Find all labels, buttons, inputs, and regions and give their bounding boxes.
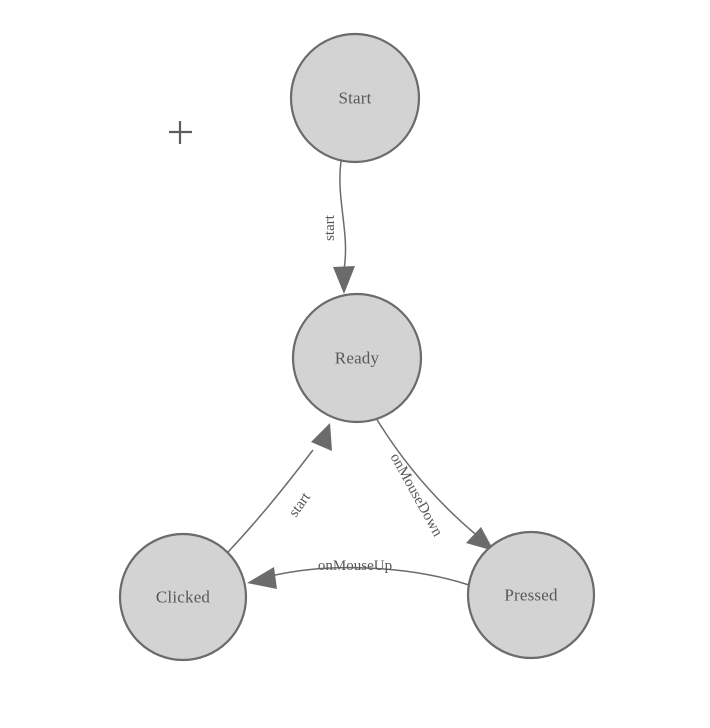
edge-label-ready-to-pressed: onMouseDown	[387, 451, 446, 540]
edge-start-to-ready[interactable]: start	[322, 160, 355, 294]
node-ready[interactable]: Ready	[291, 292, 423, 424]
node-label-clicked: Clicked	[156, 588, 211, 607]
edge-path-start-to-ready[interactable]	[339, 160, 347, 271]
node-pressed[interactable]: Pressed	[466, 530, 596, 660]
arrowhead-start-to-ready	[333, 266, 355, 294]
edge-label-start-to-ready: start	[322, 214, 338, 241]
arrowhead-pressed-to-clicked	[247, 567, 277, 589]
arrowhead-clicked-to-ready	[311, 423, 332, 451]
node-circle-pressed[interactable]	[466, 530, 596, 660]
node-start[interactable]: Start	[289, 32, 421, 164]
edge-clicked-to-ready[interactable]: start	[227, 423, 332, 553]
edge-path-ready-to-pressed[interactable]	[375, 417, 481, 539]
node-label-pressed: Pressed	[504, 586, 558, 605]
node-label-start: Start	[338, 89, 371, 108]
node-circle-ready[interactable]	[291, 292, 423, 424]
edge-ready-to-pressed[interactable]: onMouseDown	[375, 417, 494, 551]
edge-pressed-to-clicked[interactable]: onMouseUp	[247, 558, 470, 589]
edge-path-clicked-to-ready[interactable]	[227, 449, 314, 553]
edge-label-pressed-to-clicked: onMouseUp	[318, 558, 392, 574]
edge-path-pressed-to-clicked[interactable]	[270, 566, 470, 586]
arrowhead-ready-to-pressed	[466, 527, 494, 551]
crosshair-icon[interactable]	[169, 121, 192, 144]
node-circle-start[interactable]	[289, 32, 421, 164]
node-label-ready: Ready	[335, 349, 380, 368]
node-circle-clicked[interactable]	[118, 532, 248, 662]
edge-label-clicked-to-ready: start	[286, 489, 314, 520]
node-clicked[interactable]: Clicked	[118, 532, 248, 662]
